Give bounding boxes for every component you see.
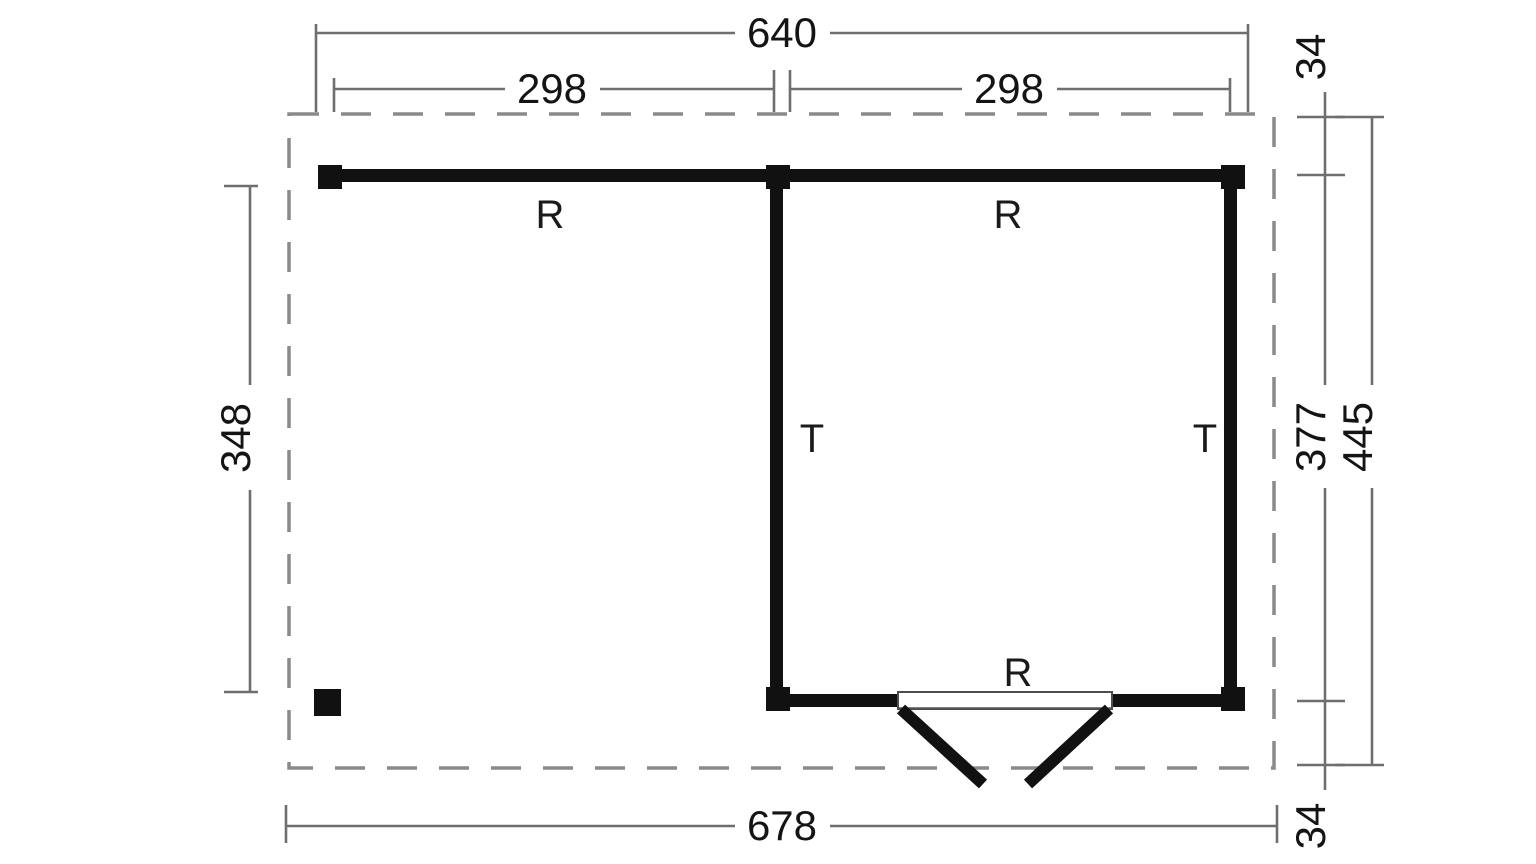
door-threshold (897, 691, 1113, 710)
wall-middle-vertical (770, 169, 783, 707)
dim-678-label: 678 (747, 802, 817, 849)
dim-377-label: 377 (1287, 402, 1334, 472)
wall-bottom-right-stub (1110, 694, 1237, 707)
dim-34-top-label: 34 (1287, 34, 1334, 81)
dim-298-right-label: 298 (974, 65, 1044, 112)
dimension-top-left-bay: 298 (332, 65, 776, 112)
label-wall-top-left: R (536, 193, 565, 237)
door-leaf-left (896, 704, 988, 789)
post-top-middle-junction (766, 165, 790, 189)
post-top-left-corner (318, 165, 342, 189)
wall-top-left (322, 169, 778, 182)
roof-overhang-rect (287, 112, 1276, 770)
post-free-standing (314, 689, 341, 716)
dimension-top-overall: 640 (314, 9, 1250, 112)
dimension-bottom-overall: 678 (284, 802, 1279, 849)
label-wall-top-right: R (994, 193, 1023, 237)
door-leaf-right (1023, 704, 1114, 789)
post-top-right-corner (1221, 165, 1245, 189)
dimension-right-inner-chain: 34 377 34 (1287, 34, 1345, 850)
wall-top-right (778, 169, 1236, 182)
post-bottom-middle-corner (766, 687, 790, 711)
double-door (896, 691, 1114, 789)
wall-bottom-left-stub (770, 694, 900, 707)
dimension-left-vertical: 348 (212, 184, 259, 694)
posts-group (314, 165, 1245, 716)
walls-group (322, 169, 1237, 707)
roof-outline-dashed (287, 112, 1276, 770)
dim-298-left-label: 298 (517, 65, 587, 112)
wall-type-labels: R R T T R (536, 193, 1218, 695)
dim-34-bottom-label: 34 (1287, 803, 1334, 850)
dimension-top-right-bay: 298 (788, 65, 1232, 112)
dimension-right-outer: 445 (1334, 115, 1384, 767)
wall-right-vertical (1224, 169, 1237, 707)
dim-640-label: 640 (747, 9, 817, 56)
label-wall-middle-vertical: T (800, 417, 824, 461)
dim-348-label: 348 (212, 403, 259, 473)
label-wall-bottom-door: R (1004, 651, 1033, 695)
label-wall-right-vertical: T (1193, 417, 1217, 461)
post-bottom-right-corner (1221, 687, 1245, 711)
dim-445-label: 445 (1334, 402, 1381, 472)
